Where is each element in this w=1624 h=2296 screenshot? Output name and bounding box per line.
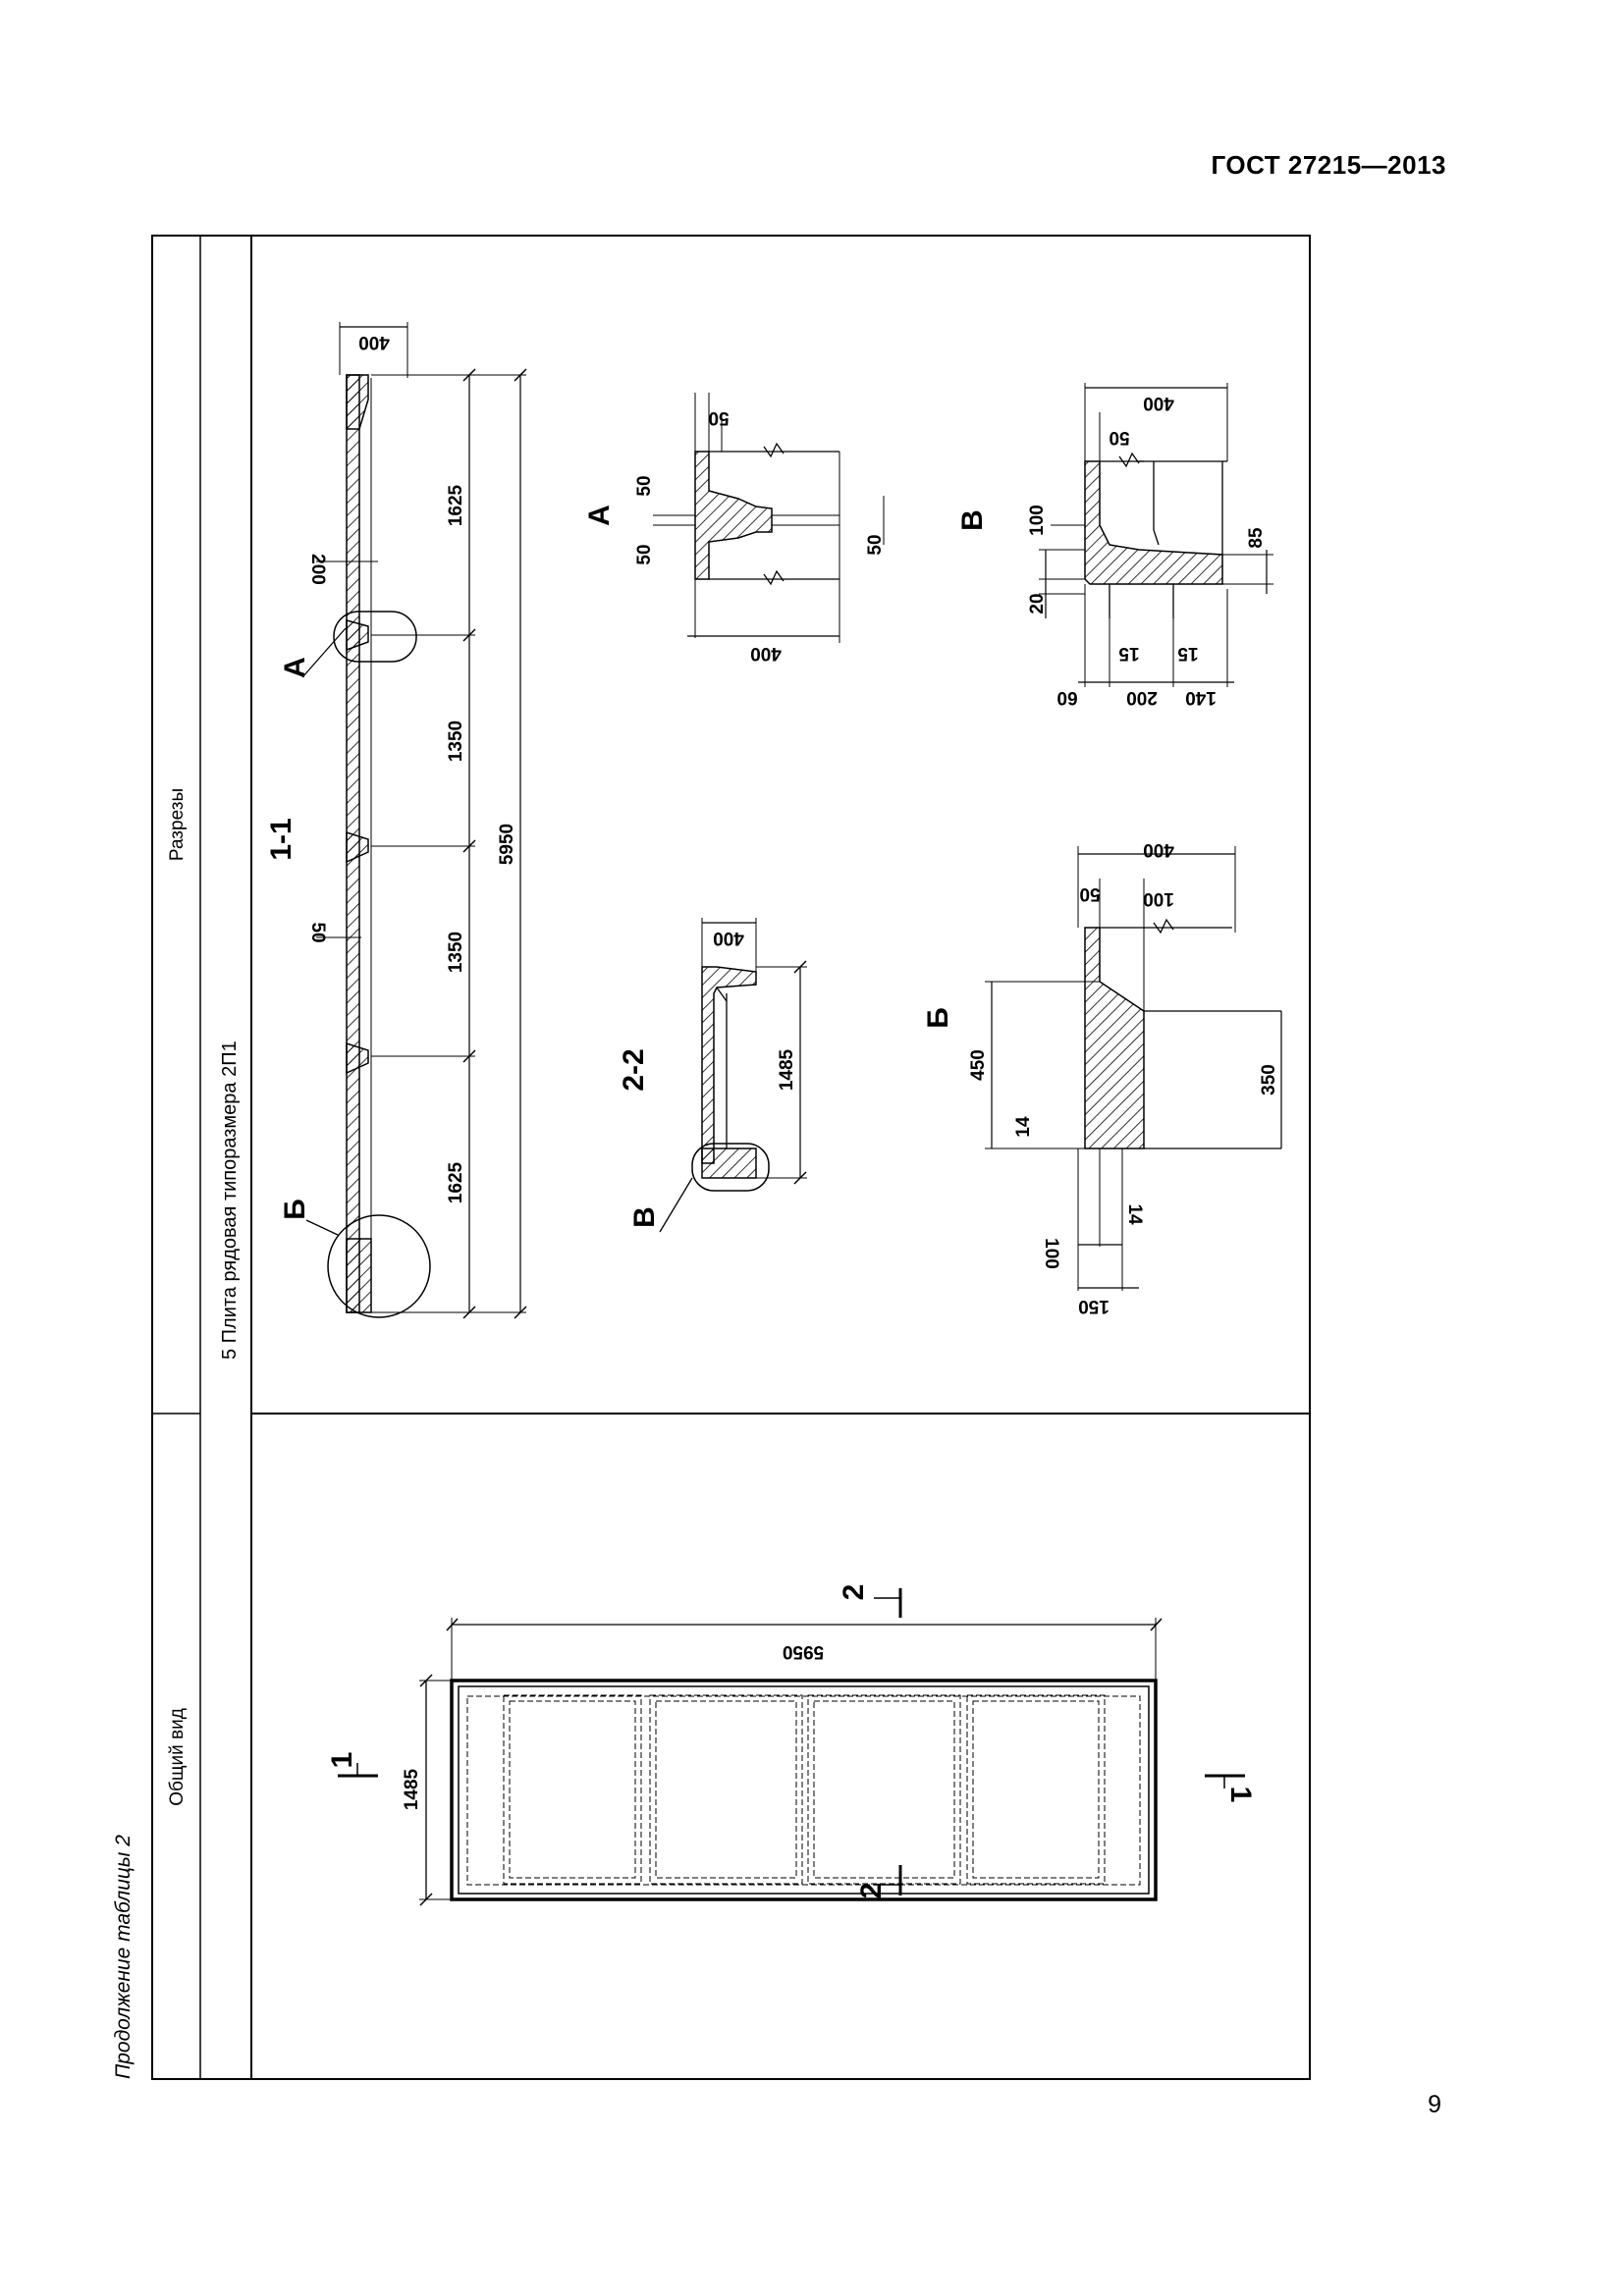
table-continuation: Продолжение таблицы 2 — [112, 1835, 135, 2079]
section-1-1-span-1: 1625 — [446, 484, 466, 526]
detail-v-dim-140: 140 — [1185, 687, 1217, 708]
section-1-1-rib-50: 50 — [307, 922, 328, 942]
section-1-1-rib-200: 200 — [307, 554, 328, 585]
general-length-dim: 5950 — [783, 1641, 824, 1662]
general-width-dim: 1485 — [402, 1768, 422, 1810]
column-header-sections: Разрезы — [167, 788, 188, 861]
detail-v-dim-200: 200 — [1126, 687, 1158, 708]
detail-a-label: А — [583, 505, 616, 526]
detail-v-dim-15a: 15 — [1118, 643, 1140, 664]
section-1-1-span-4: 1625 — [446, 1161, 466, 1203]
detail-a-dim-50-left: 50 — [634, 475, 655, 496]
detail-a-drawing — [653, 393, 885, 643]
detail-b-dim-14-left: 14 — [1013, 1116, 1034, 1138]
detail-v-drawing — [1039, 383, 1273, 687]
section-1-1-top-width: 400 — [358, 332, 390, 352]
detail-v-dim-15b: 15 — [1177, 643, 1199, 664]
detail-b-dim-350: 350 — [1259, 1064, 1279, 1095]
column-header-general-view: Общий вид — [167, 1708, 188, 1806]
detail-a-dim-50-right: 50 — [865, 534, 886, 555]
detail-b-dim-100-top: 100 — [1143, 888, 1174, 909]
table-frame — [151, 235, 1311, 2080]
standard-code: ГОСТ 27215—2013 — [1211, 150, 1446, 180]
detail-v-dim-20: 20 — [1027, 593, 1048, 614]
detail-b-dim-14-bottom: 14 — [1124, 1203, 1145, 1225]
detail-a-dim-50-mid: 50 — [634, 544, 655, 564]
section-2-2-drawing — [659, 918, 807, 1233]
section-1-1-span-2: 1350 — [446, 721, 466, 762]
section-2-2-height: 400 — [713, 928, 744, 948]
detail-v-dim-100: 100 — [1027, 505, 1048, 536]
callout-b-label: Б — [279, 1199, 311, 1220]
section-1-1-overall-dim: 5950 — [497, 824, 517, 865]
section-1-1-span-3: 1350 — [446, 932, 466, 973]
section-1-1-drawing — [301, 322, 527, 1319]
cut-marker-2-top: 2 — [838, 1584, 870, 1601]
detail-b-dim-450: 450 — [968, 1049, 989, 1081]
detail-b-dim-100-bottom: 100 — [1041, 1238, 1061, 1269]
cut-marker-1-right: 1 — [1224, 1787, 1257, 1803]
cut-marker-1-left: 1 — [326, 1752, 358, 1769]
section-2-2-label: 2-2 — [618, 1048, 650, 1091]
detail-a-dim-50-top: 50 — [708, 407, 729, 428]
cut-marker-2-bottom: 2 — [855, 1883, 888, 1899]
detail-b-drawing — [985, 846, 1282, 1291]
detail-b-dim-50: 50 — [1079, 883, 1100, 904]
detail-v-dim-85: 85 — [1246, 527, 1267, 549]
page-number: 9 — [1428, 2091, 1441, 2118]
detail-v-dim-50: 50 — [1109, 427, 1129, 448]
general-view-plan — [338, 1588, 1245, 1906]
section-1-1-label: 1-1 — [265, 818, 298, 860]
detail-b-dim-400: 400 — [1143, 839, 1174, 860]
section-2-2-width: 1485 — [777, 1048, 797, 1091]
detail-v-dim-60: 60 — [1056, 687, 1077, 708]
detail-v-label: В — [956, 509, 989, 531]
callout-v-label: В — [628, 1206, 661, 1228]
callout-a-label: А — [279, 657, 311, 678]
detail-a-dim-400: 400 — [750, 643, 782, 664]
detail-b-dim-150: 150 — [1078, 1296, 1110, 1316]
row-title: 5 Плита рядовая типоразмера 2П1 — [219, 1041, 241, 1360]
detail-v-dim-400: 400 — [1143, 393, 1174, 413]
detail-b-label: Б — [922, 1007, 954, 1029]
